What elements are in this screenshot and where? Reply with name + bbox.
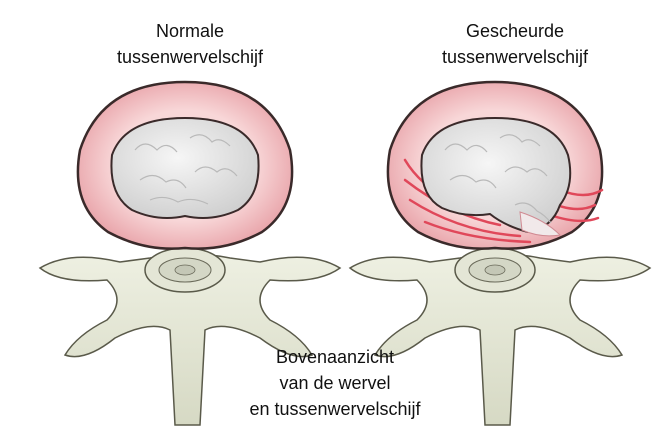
label-normal-line-1: Normale xyxy=(155,21,225,41)
torn-bone xyxy=(348,253,652,426)
label-normal-disc: Normale tussenwervelschijf xyxy=(95,18,285,70)
caption-line-2: van de wervel xyxy=(279,373,391,393)
normal-vertebra xyxy=(38,80,342,426)
normal-nucleus xyxy=(110,116,260,219)
caption-line-1: Bovenaanzicht xyxy=(275,347,395,367)
normal-bone xyxy=(38,253,342,426)
caption-top-view: Bovenaanzicht van de wervel en tussenwer… xyxy=(235,344,435,422)
label-torn-line-2: tussenwervelschijf xyxy=(441,47,589,67)
label-normal-line-2: tussenwervelschijf xyxy=(116,47,264,67)
torn-nucleus-extrusion xyxy=(519,211,562,237)
label-torn-disc: Gescheurde tussenwervelschijf xyxy=(410,18,620,70)
label-torn-line-1: Gescheurde xyxy=(465,21,565,41)
torn-nucleus xyxy=(420,116,572,234)
caption-line-3: en tussenwervelschijf xyxy=(249,399,421,419)
torn-vertebra xyxy=(348,80,652,426)
